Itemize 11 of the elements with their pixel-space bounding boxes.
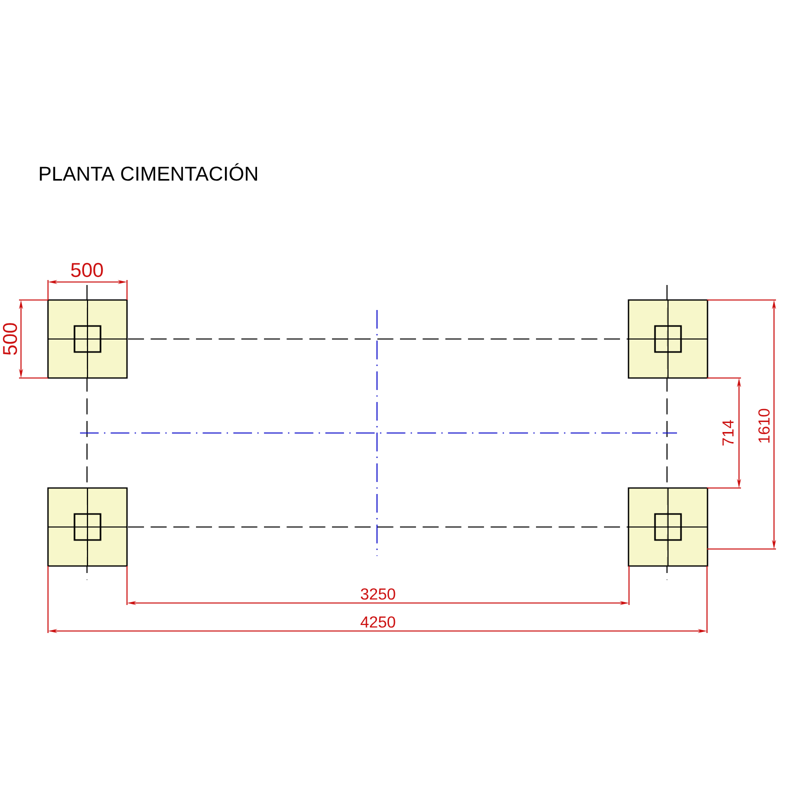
footing bbox=[47, 299, 128, 379]
dimension-text: 3250 bbox=[360, 588, 396, 600]
dimension-text: 4250 bbox=[360, 616, 396, 628]
dimension-text: 714 bbox=[722, 420, 734, 446]
footing bbox=[47, 487, 128, 567]
dimension-text: 500 bbox=[2, 323, 18, 355]
drawing-title: PLANTA CIMENTACIÓN bbox=[40, 163, 258, 181]
dimension-text: 500 bbox=[71, 262, 103, 278]
dimension-text: 1610 bbox=[758, 408, 770, 443]
footing bbox=[628, 299, 708, 379]
footing bbox=[628, 487, 708, 567]
